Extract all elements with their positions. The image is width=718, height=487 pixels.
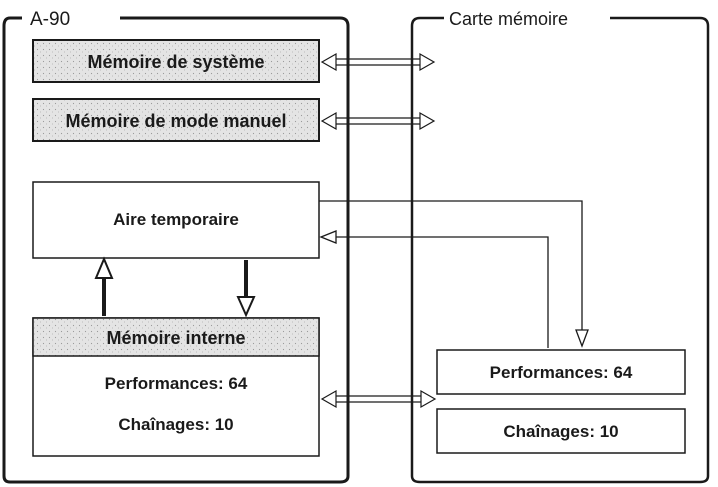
- manual-mode-transfer-arrow: [320, 111, 436, 131]
- card-title: Carte mémoire: [449, 9, 568, 29]
- temp-to-internal-arrow: [236, 260, 256, 318]
- card-chains-label: Chaînages: 10: [503, 422, 618, 441]
- manual-mode-memory-label: Mémoire de mode manuel: [65, 111, 286, 131]
- left-arrow-head: [319, 230, 337, 244]
- card-chains-box: [436, 408, 686, 454]
- temp-to-card-line: [319, 200, 589, 348]
- internal-memory-title: Mémoire interne: [106, 328, 245, 348]
- a90-title: A-90: [30, 9, 70, 30]
- system-memory-transfer-arrow: [320, 52, 436, 72]
- internal-performances-label: Performances: 64: [105, 374, 248, 393]
- card-to-temp-line: [319, 230, 549, 348]
- a90-group: A-90: [2, 9, 350, 484]
- internal-memory-transfer-arrow: [320, 389, 437, 409]
- system-memory-label: Mémoire de système: [87, 52, 264, 72]
- internal-to-temp-arrow: [94, 256, 114, 316]
- down-arrow-head: [575, 329, 589, 348]
- a90-frame: [2, 16, 350, 484]
- card-performances-label: Performances: 64: [490, 363, 633, 382]
- manual-mode-memory-box: [32, 98, 320, 142]
- card-frame: [410, 16, 710, 484]
- internal-memory-header: [32, 317, 320, 357]
- system-memory-box: [32, 39, 320, 83]
- card-group: Carte mémoire: [410, 9, 710, 484]
- card-performances-box: [436, 349, 686, 395]
- temp-area-box: [32, 181, 320, 259]
- internal-chains-label: Chaînages: 10: [118, 415, 233, 434]
- temp-area-label: Aire temporaire: [113, 210, 239, 229]
